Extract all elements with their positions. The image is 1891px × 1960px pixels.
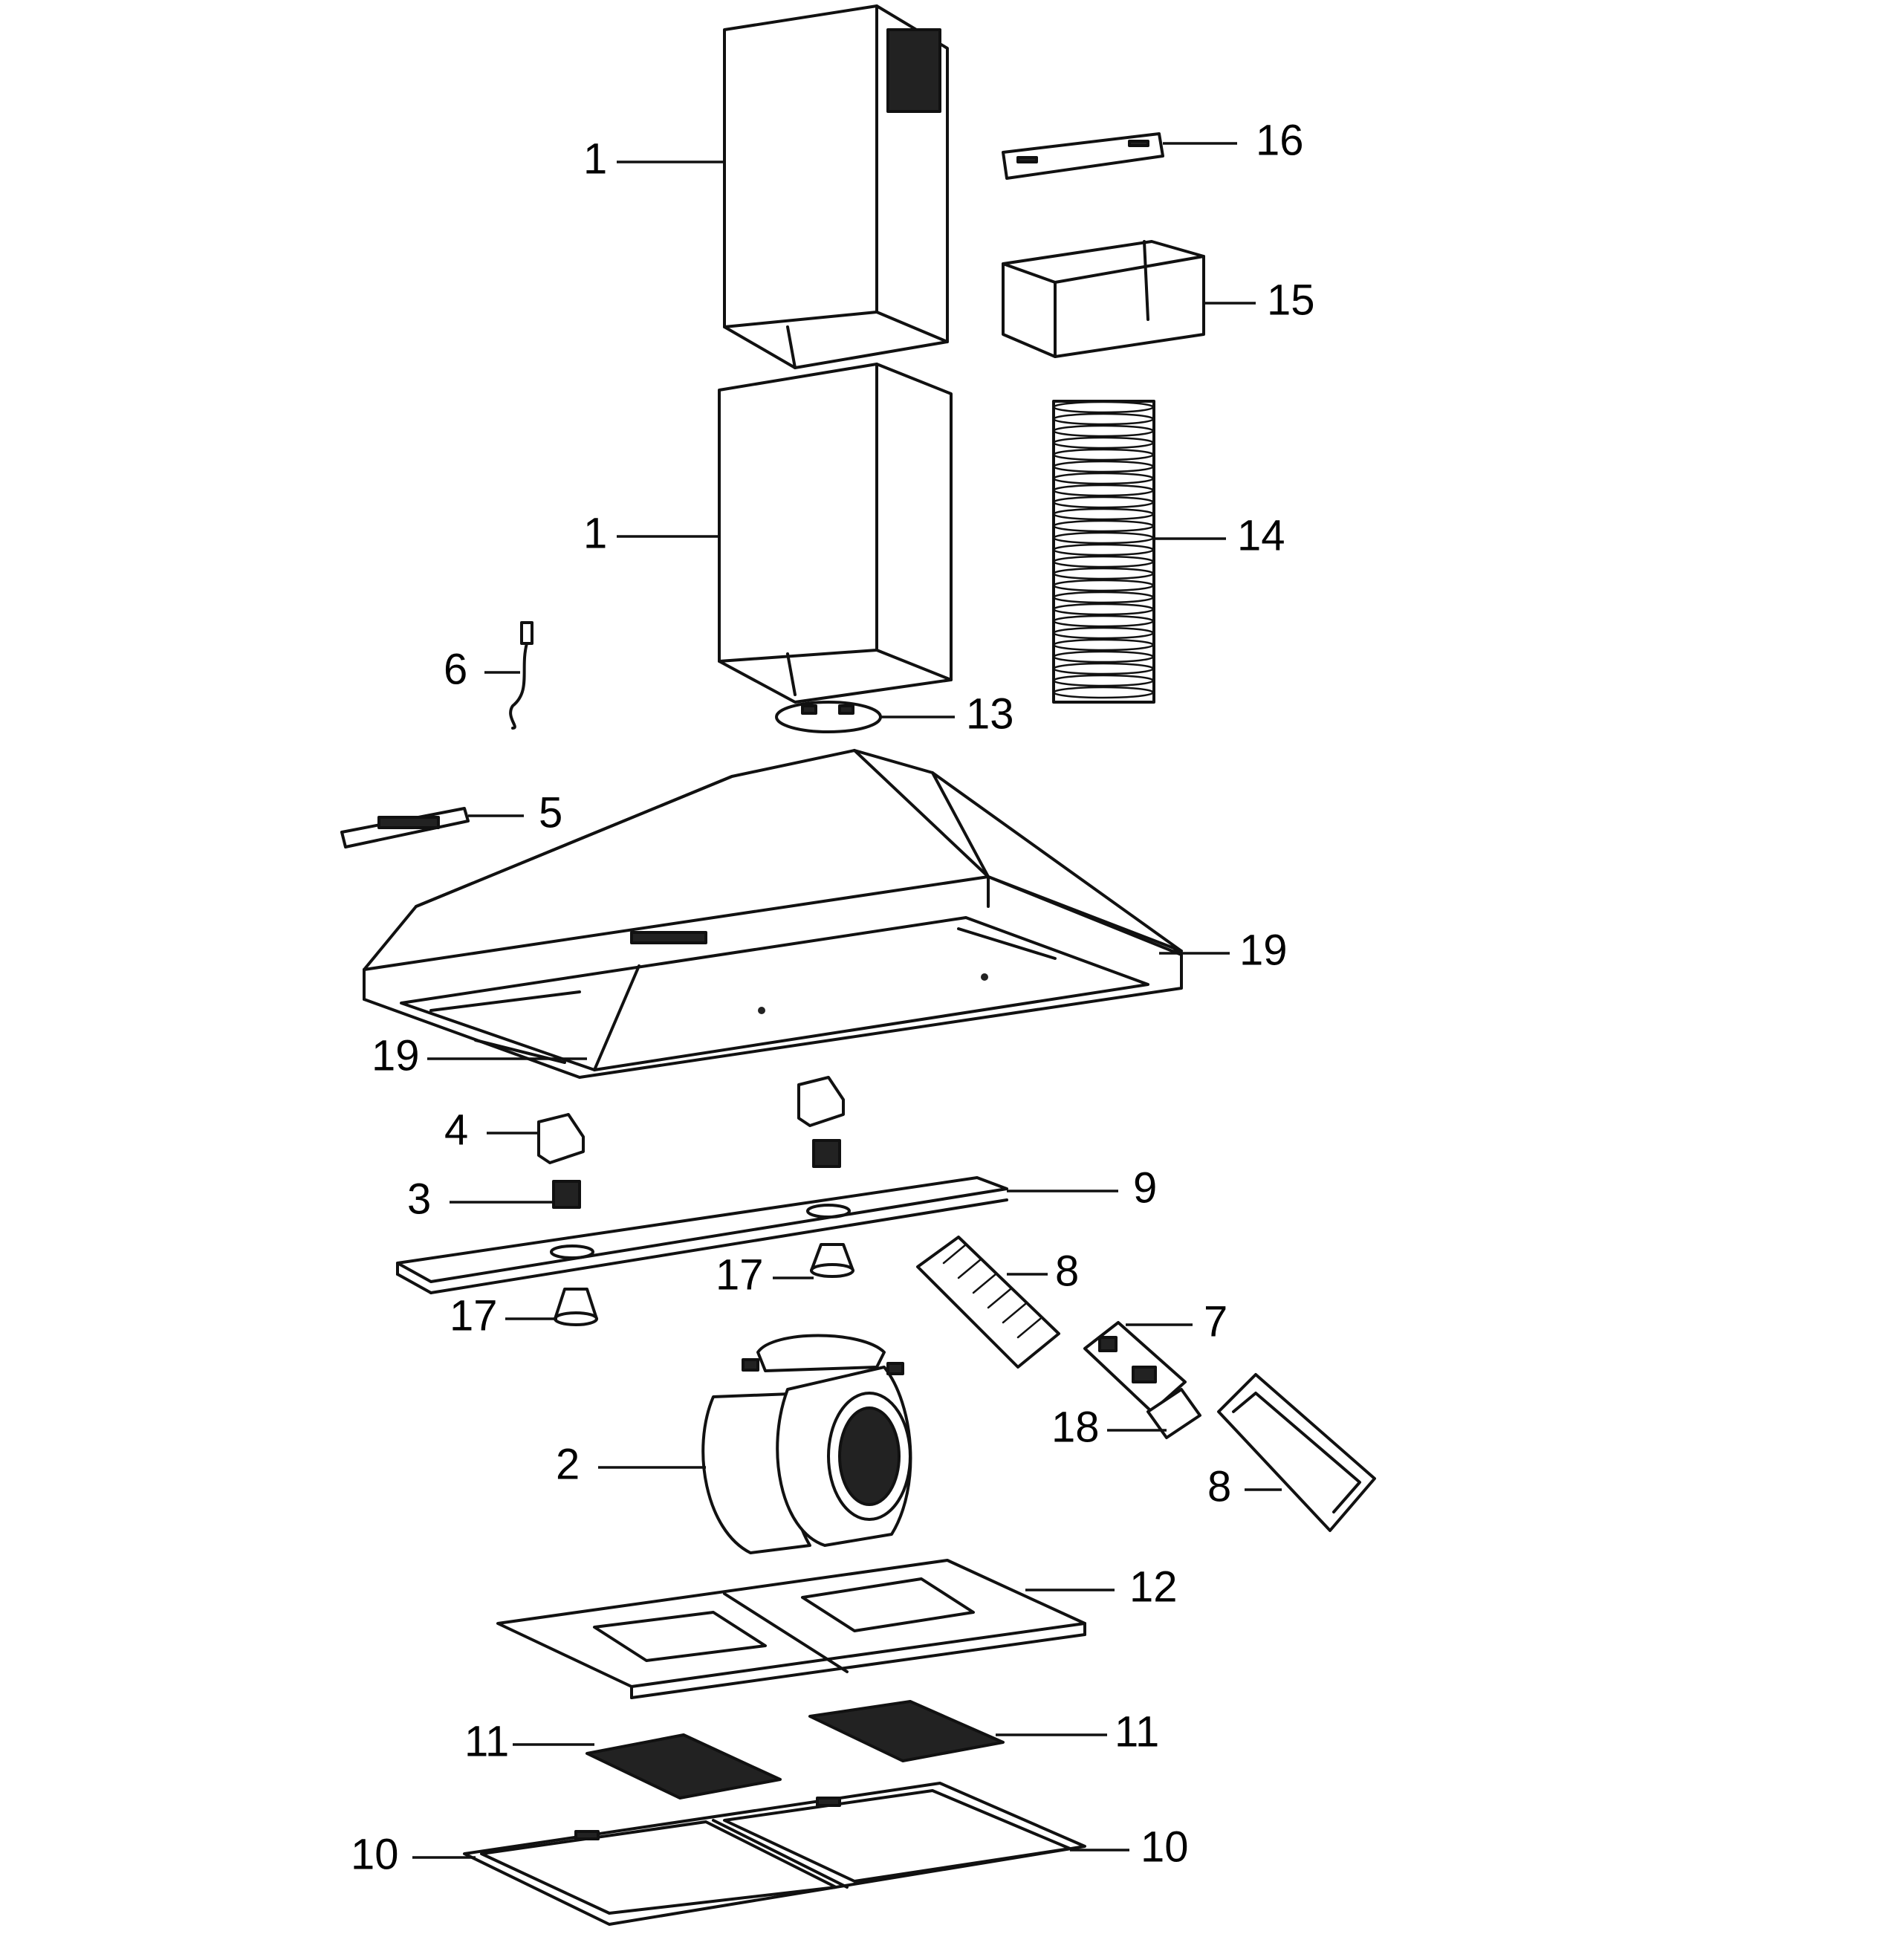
vent-slot <box>987 1288 1012 1309</box>
duct-ring <box>1052 555 1155 568</box>
duct-adapter <box>1002 240 1205 358</box>
flexible-duct <box>1052 400 1155 704</box>
callout-label: 15 <box>1267 276 1315 324</box>
callout-label: 16 <box>1256 116 1304 164</box>
duct-ring <box>1052 614 1155 628</box>
vent-slot <box>957 1258 982 1279</box>
duct-ring <box>1052 484 1155 497</box>
duct-ring <box>1052 412 1155 426</box>
light-panel <box>396 1176 1008 1294</box>
vent-slot <box>1002 1302 1027 1324</box>
callout-label: 19 <box>372 1031 420 1080</box>
duct-ring <box>1052 472 1155 485</box>
callout-label: 11 <box>464 1717 509 1765</box>
duct-ring <box>1052 591 1155 604</box>
callout-label: 14 <box>1237 511 1285 559</box>
duct-flange <box>775 701 882 733</box>
charcoal-filter-left <box>586 1733 782 1800</box>
power-cord <box>509 621 533 730</box>
callout-label: 13 <box>966 689 1014 738</box>
callout-label: 2 <box>556 1440 580 1488</box>
duct-ring <box>1052 460 1155 473</box>
duct-ring <box>1052 436 1155 450</box>
callout-label: 5 <box>539 788 562 837</box>
callout-label: 4 <box>444 1106 468 1154</box>
callout-group: 1 16 15 1 14 6 13 5 19 19 4 3 9 17 8 17 <box>351 116 1315 1878</box>
light-bracket-left <box>537 1113 585 1164</box>
halogen-bulb-left <box>554 1288 598 1326</box>
callout-label: 1 <box>583 509 607 557</box>
duct-ring <box>1052 626 1155 640</box>
duct-ring <box>1052 507 1155 521</box>
duct-ring <box>1052 543 1155 556</box>
vent-slot <box>942 1243 967 1265</box>
duct-ring <box>1052 424 1155 438</box>
halogen-bulb-right <box>810 1243 854 1278</box>
duct-ring <box>1052 603 1155 616</box>
light-bracket-right <box>797 1076 845 1127</box>
control-switch <box>340 807 470 848</box>
callout-label: 12 <box>1129 1563 1178 1611</box>
duct-ring <box>1052 638 1155 652</box>
callout-label: 9 <box>1133 1164 1157 1212</box>
hood-body <box>363 749 1183 1079</box>
grease-filters <box>463 1782 1086 1926</box>
duct-ring <box>1052 674 1155 687</box>
blower-motor <box>701 1334 912 1554</box>
circuit-board-cover-upper <box>916 1236 1060 1369</box>
callout-label: 3 <box>407 1175 431 1223</box>
callout-label: 6 <box>444 645 467 693</box>
callout-label: 19 <box>1239 926 1288 974</box>
vent-slot <box>972 1273 997 1294</box>
callout-label: 1 <box>583 134 607 183</box>
lamp-holder-right <box>812 1139 841 1168</box>
mounting-bracket <box>1002 132 1164 180</box>
duct-ring <box>1052 686 1155 699</box>
filter-frame <box>496 1559 1086 1699</box>
duct-ring <box>1052 662 1155 675</box>
vent-slot <box>1016 1317 1042 1339</box>
lower-chimney-cover <box>718 363 953 704</box>
upper-chimney-cover <box>723 4 949 369</box>
duct-ring <box>1052 519 1155 533</box>
duct-ring <box>1052 496 1155 509</box>
duct-ring <box>1052 400 1155 414</box>
callout-label: 7 <box>1204 1297 1227 1346</box>
callout-label: 10 <box>1141 1823 1189 1871</box>
callout-label: 17 <box>716 1250 764 1299</box>
circuit-board-cover-lower <box>1217 1373 1376 1532</box>
duct-ring <box>1052 579 1155 592</box>
duct-ring <box>1052 650 1155 663</box>
control-board <box>1083 1321 1187 1413</box>
duct-ring <box>1052 448 1155 461</box>
callout-label: 11 <box>1115 1707 1159 1756</box>
duct-ring <box>1052 531 1155 545</box>
callout-label: 18 <box>1051 1403 1100 1451</box>
callout-label: 8 <box>1207 1462 1231 1510</box>
callout-label: 10 <box>351 1830 399 1878</box>
charcoal-filter-right <box>808 1700 1005 1762</box>
callout-label: 17 <box>450 1291 498 1340</box>
duct-ring <box>1052 567 1155 580</box>
lamp-holder-left <box>552 1180 581 1209</box>
callout-label: 8 <box>1055 1247 1079 1295</box>
